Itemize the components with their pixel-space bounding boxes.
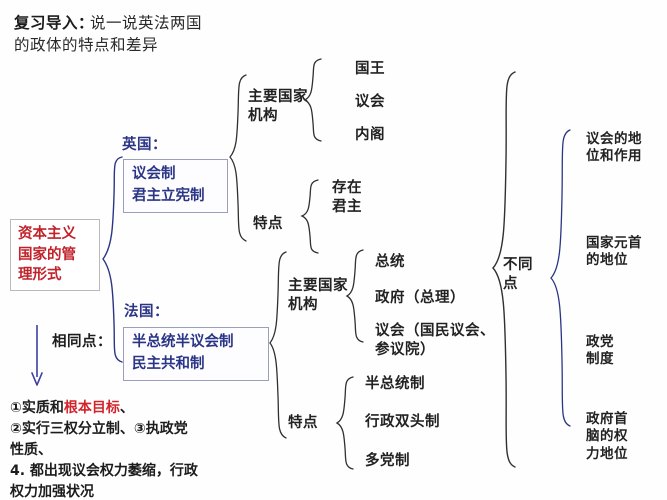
same-points-label: 相同点： — [52, 334, 112, 350]
difference-item-4: 政府首 脑的权 力地位 — [586, 411, 628, 462]
note-part-2: 、 ②实行三权分立制、③执政党 性质、 4. 都出现议会权力萎缩，行政 权力加强… — [10, 400, 198, 500]
branch-label-uk: 英国： — [122, 137, 167, 153]
fr-institution-item-2: 政府（总理） — [375, 290, 465, 306]
fr-groups-brace — [268, 250, 290, 440]
fr-institutions-brace — [345, 248, 367, 344]
differences-items-brace — [548, 128, 574, 428]
fr-feature-item-2: 行政双头制 — [365, 414, 440, 430]
branch-box-fr: 半总统半议会制 民主共和制 — [123, 327, 269, 381]
uk-group-title-features: 特点 — [253, 216, 283, 232]
difference-item-2: 国家元首 的地位 — [586, 235, 642, 269]
uk-institution-item-1: 国王 — [355, 61, 385, 77]
fr-institution-item-3: 议会（国民议会、 参议院） — [375, 323, 495, 358]
difference-item-3: 政党 制度 — [586, 334, 614, 368]
uk-institution-item-3: 内阁 — [355, 127, 385, 143]
lead-in-label: 复习导入： — [14, 14, 95, 32]
note-highlight: 根本目标 — [63, 400, 120, 416]
uk-groups-brace — [228, 73, 250, 243]
lead-in-text-line2: 的政体的特点和差异 — [14, 36, 159, 54]
fr-group-title-institutions: 主要国家 机构 — [288, 278, 348, 313]
difference-item-1: 议会的地 位和作用 — [586, 131, 642, 165]
fr-group-title-features: 特点 — [288, 415, 318, 431]
same-points-note: ①实质和根本目标、 ②实行三权分立制、③执政党 性质、 4. 都出现议会权力萎缩… — [10, 398, 240, 500]
uk-institution-item-2: 议会 — [355, 94, 385, 110]
branch-box-uk: 议会制 君主立宪制 — [123, 159, 228, 213]
fr-feature-item-1: 半总统制 — [365, 376, 425, 392]
fr-features-brace — [335, 375, 357, 471]
note-part-1: ①实质和 — [10, 400, 64, 416]
root-node-box: 资本主义 国家的管 理形式 — [10, 219, 100, 291]
branch-label-fr: 法国： — [124, 304, 169, 320]
fr-institution-item-1: 总统 — [375, 254, 405, 270]
down-arrow-icon — [30, 325, 44, 387]
uk-group-title-institutions: 主要国家 机构 — [248, 89, 308, 124]
uk-feature-item-1: 存在 君主 — [332, 180, 362, 215]
fr-feature-item-3: 多党制 — [365, 453, 410, 469]
uk-features-brace — [300, 178, 322, 254]
differences-label: 不同 点 — [503, 257, 533, 292]
lead-in-text-line1: 说一说英法两国 — [90, 14, 203, 32]
